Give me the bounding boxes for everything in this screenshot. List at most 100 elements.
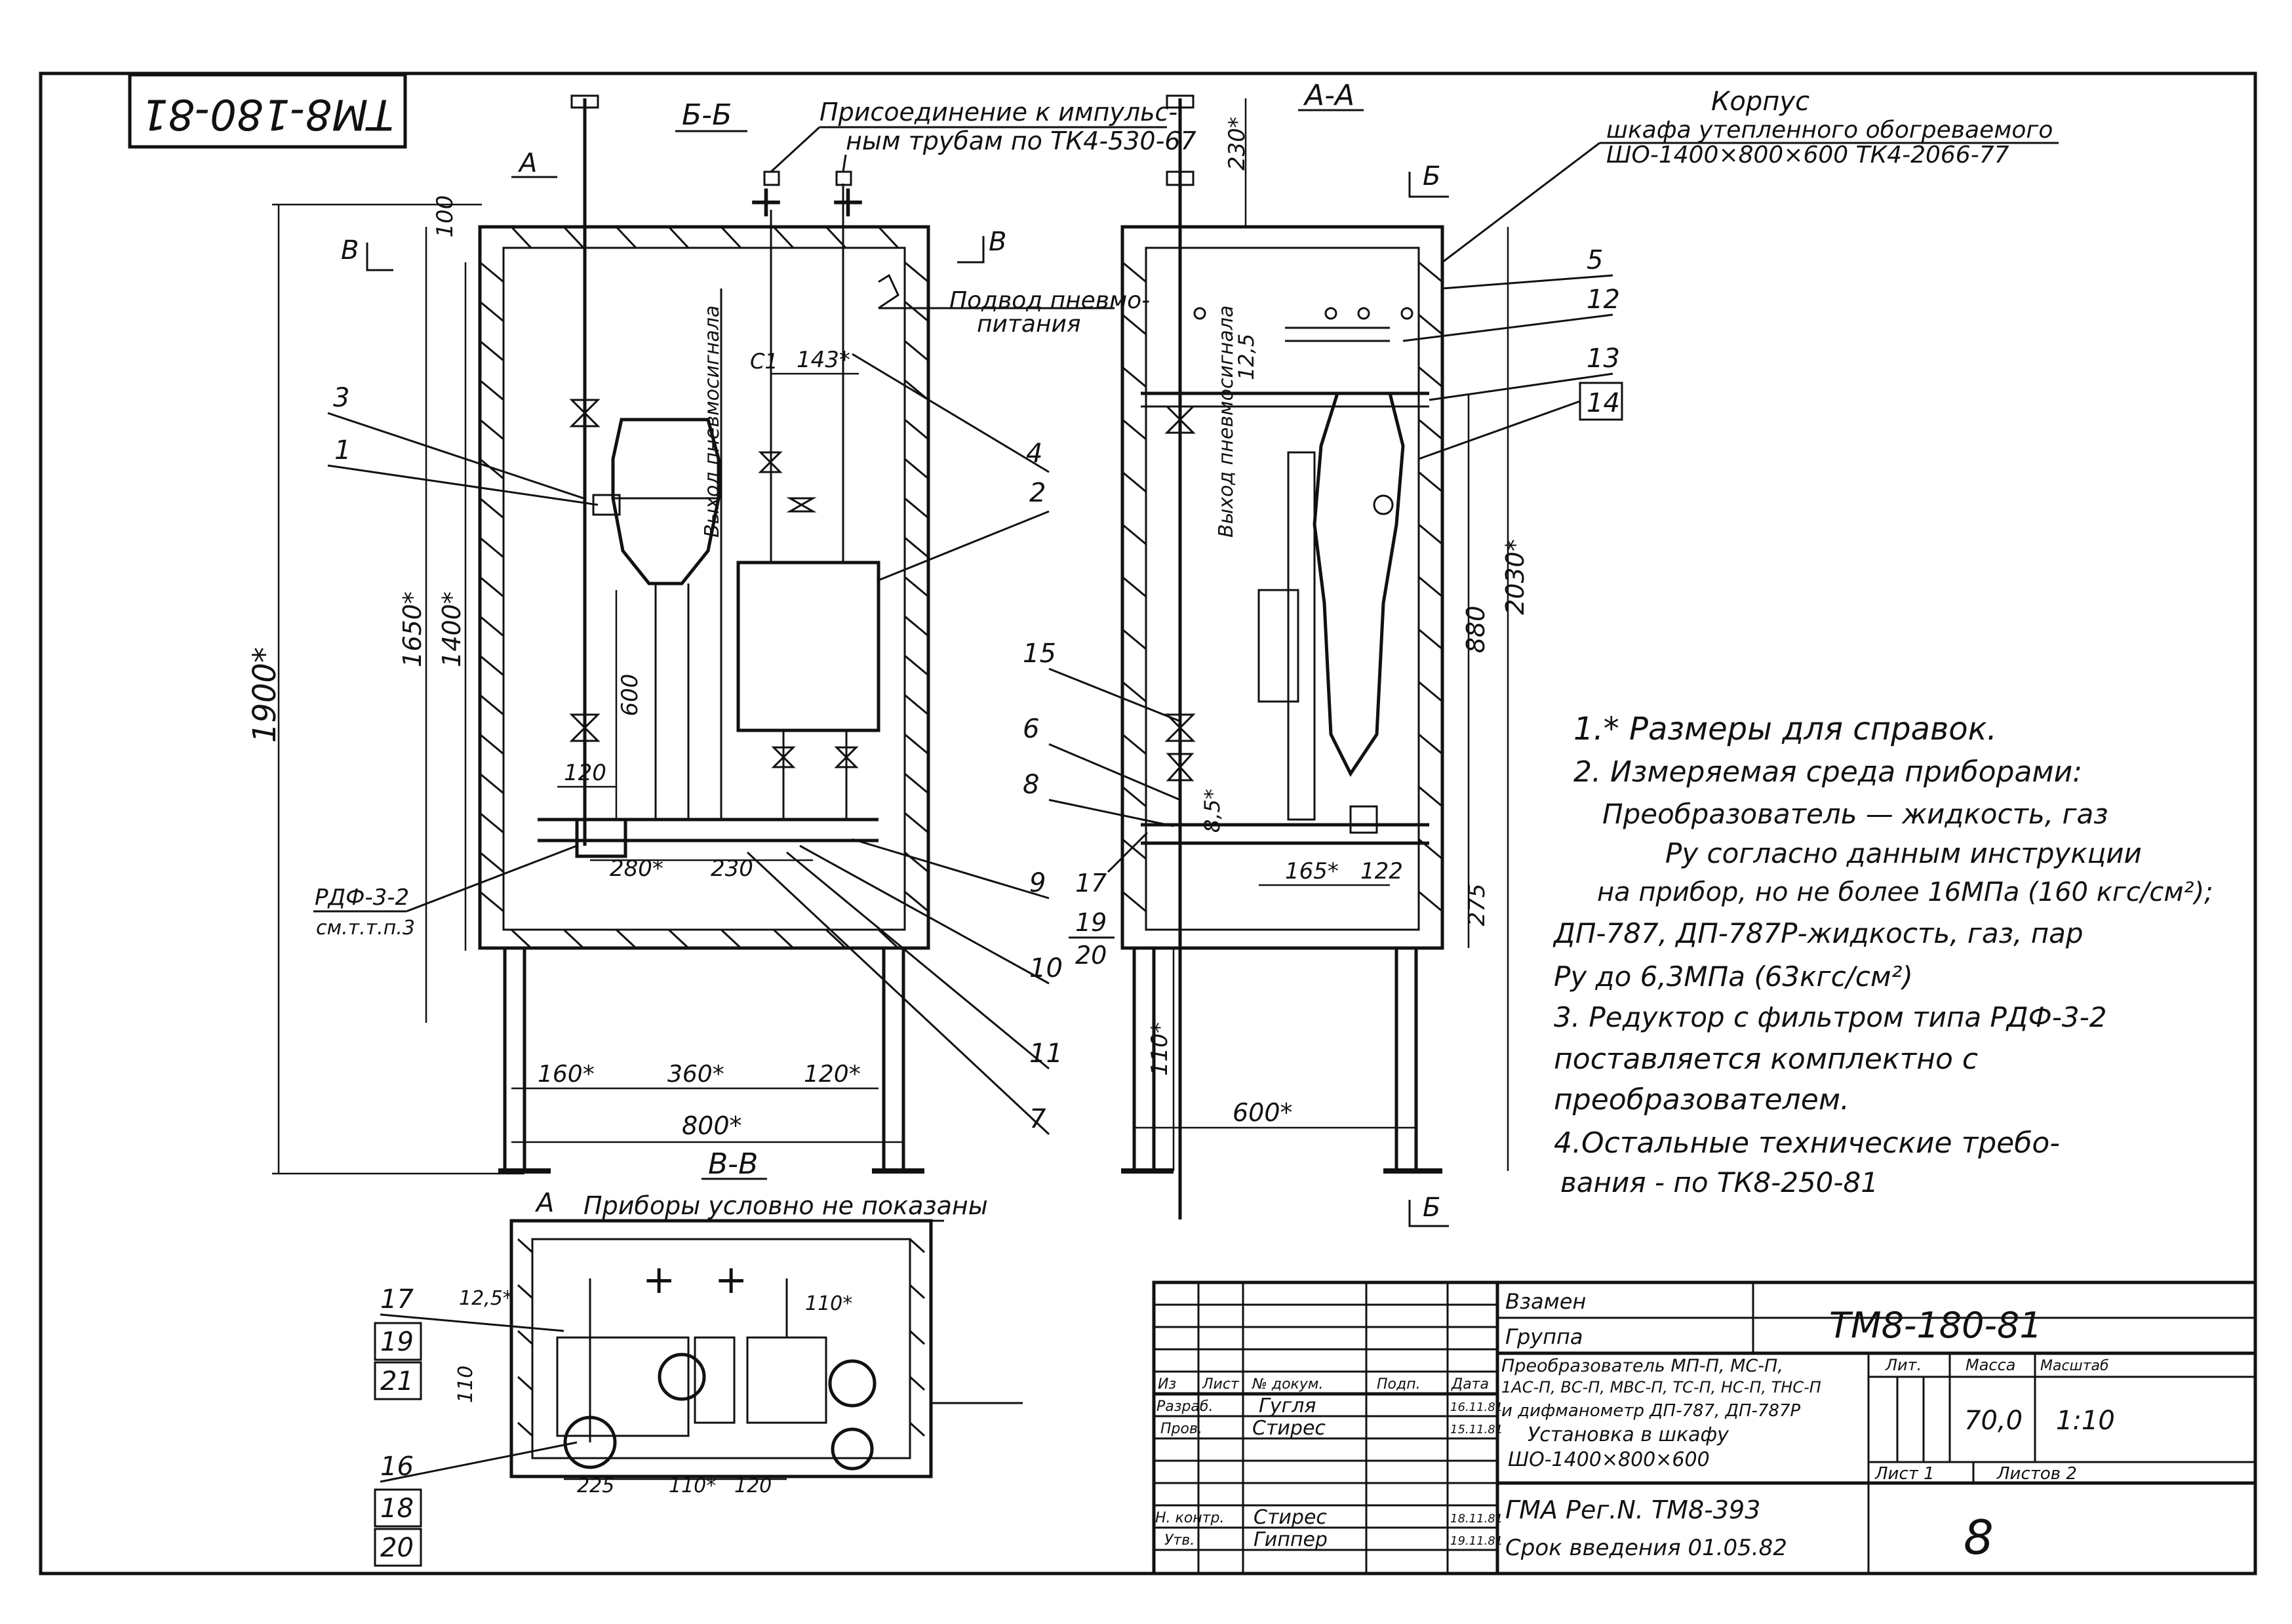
dim-165: 165* [1285,858,1339,884]
dim-122: 122 [1360,858,1403,884]
note-line-7: Py до 6,3МПа (63кгс/см²) [1554,961,1913,993]
section-a-marker-vv: А [534,1188,554,1218]
dim-120: 120 [564,760,606,786]
reg-line-1: ГМА Рег.N. ТМ8-393 [1505,1495,1760,1524]
output-label-aa: Выход пневмосигнала [1215,306,1238,538]
leader-15: 15 [1023,639,1056,669]
section-bb-view: Б-Б [247,94,1196,1175]
plus-sign-1: + [747,176,785,228]
body-note-2: шкафа утепленного обогреваемого [1606,117,2053,144]
section-vv-label: В-В [708,1147,758,1181]
note-line-1: 1.* Размеры для справок. [1573,711,1997,747]
leader-20-aa: 20 [1075,941,1107,970]
listov-label: Листов 2 [1996,1464,2077,1484]
c1-label: С1 [750,349,778,374]
leader-6: 6 [1023,714,1039,744]
note-line-11: 4.Остальные технические требо- [1554,1126,2060,1160]
masshtab-label: Масштаб [2040,1358,2109,1374]
body-note-1: Корпус [1711,87,1809,117]
instruments-hidden-note: Приборы условно не показаны [583,1191,988,1220]
dim-110-vv-top: 110* [805,1292,852,1315]
dim-275: 275 [1464,884,1490,926]
dim-8-5: 8,5* [1200,789,1225,833]
dim-1900: 1900* [247,647,283,743]
leader-20-vv: 20 [380,1533,414,1563]
gruppa-label: Группа [1505,1324,1583,1349]
technical-notes: 1.* Размеры для справок. 2. Измеряемая с… [1552,711,2213,1198]
col-iz: Из [1158,1376,1176,1393]
pneumo-note-1: Подвод пневмо- [949,287,1150,314]
dim-120-bottom: 120* [804,1061,861,1088]
col-sign: Подп. [1377,1376,1421,1393]
vzamen-label: Взамен [1505,1289,1586,1314]
note-line-12: вания - по ТК8-250-81 [1560,1166,1878,1198]
name-nkontr: Стирес [1254,1506,1327,1529]
desc-line-3: и дифманометр ДП-787, ДП-787Р [1501,1401,1801,1421]
dim-12-5-vv: 12,5* [459,1287,513,1310]
desc-line-4: Установка в шкафу [1528,1423,1729,1446]
massa-label: Масса [1966,1356,2016,1374]
dim-143: 143* [797,347,850,373]
desc-line-5: ШО-1400×800×600 [1508,1448,1710,1471]
note-line-10: преобразователем. [1554,1083,1849,1117]
title-block: Из Лист № докум. Подп. Дата Разраб. Гугл… [1152,1280,2257,1575]
rdf-label-2: см.т.т.п.3 [316,917,415,940]
note-line-5: на прибор, но не более 16МПа (160 кгс/см… [1597,877,2213,907]
note-line-4: Py согласно данным инструкции [1665,837,2142,869]
pneumo-note-2: питания [977,311,1081,338]
title-code: ТМ8-180-81 [1829,1305,2042,1346]
name-utv: Гиппер [1254,1528,1328,1551]
dim-600: 600 [617,674,643,717]
dim-110-vv-left: 110 [454,1366,477,1403]
leader-10: 10 [1029,953,1063,983]
dim-800: 800* [682,1111,742,1140]
section-aa-view: А-А Выход пневмосигнала Кор [1023,79,2059,1227]
plus-sign-vv-2: + [715,1257,747,1303]
desc-line-1: Преобразователь МП-П, МС-П, [1501,1356,1783,1376]
date-nkontr: 18.11.81 [1450,1512,1503,1526]
leader-8: 8 [1023,770,1039,800]
list-label: Лист 1 [1874,1464,1935,1484]
section-aa-label: А-А [1303,79,1354,112]
leader-13: 13 [1587,344,1620,374]
body-note-3: ШО-1400×800×600 ТК4-2066-77 [1606,142,2009,168]
leader-16-vv: 16 [380,1452,414,1482]
leader-3: 3 [333,383,349,413]
col-doc: № докум. [1252,1376,1323,1393]
section-vv-view: В-В А Приборы условно не показаны + + 12… [374,1147,1023,1567]
connection-note-1: Присоединение к импульс- [820,98,1177,127]
masshtab-value: 1:10 [2056,1406,2115,1436]
note-line-3: Преобразователь — жидкость, газ [1602,798,2108,830]
leader-21-vv: 21 [380,1366,414,1396]
section-v-marker-right: В [989,227,1006,257]
dim-110-vv-bottom: 110* [669,1475,716,1497]
code-stamp-top: ТМ8-180-81 [128,73,407,149]
dim-1650: 1650* [398,591,427,667]
dim-360: 360* [667,1061,724,1088]
section-bb-label: Б-Б [682,98,732,132]
leader-14: 14 [1587,388,1620,418]
leader-1: 1 [334,435,351,465]
leader-19-aa: 19 [1075,908,1107,937]
leader-12: 12 [1587,285,1620,315]
page-number: 8 [1964,1510,1994,1565]
dim-120-vv: 120 [734,1475,772,1497]
date-razrab: 16.11.81 [1450,1400,1503,1414]
massa-value: 70,0 [1964,1406,2023,1436]
leader-18-vv: 18 [380,1494,414,1524]
dim-1400: 1400* [437,591,466,667]
desc-line-2: 1АС-П, ВС-П, МВС-П, ТС-П, НС-П, ТНС-П [1501,1378,1821,1396]
dim-2030: 2030* [1501,539,1530,615]
dim-12-5: 12,5 [1234,334,1259,380]
date-prov: 15.11.81 [1450,1423,1503,1436]
dim-880: 880 [1461,606,1490,654]
dim-100: 100 [432,195,458,238]
leader-11: 11 [1029,1039,1063,1069]
col-list: Лист [1202,1376,1240,1393]
plus-sign-2: + [829,176,867,228]
section-b-marker-top: Б [1423,161,1440,191]
role-nkontr: Н. контр. [1155,1510,1224,1526]
date-utv: 19.11.81 [1450,1534,1503,1548]
role-prov: Пров. [1160,1421,1202,1437]
